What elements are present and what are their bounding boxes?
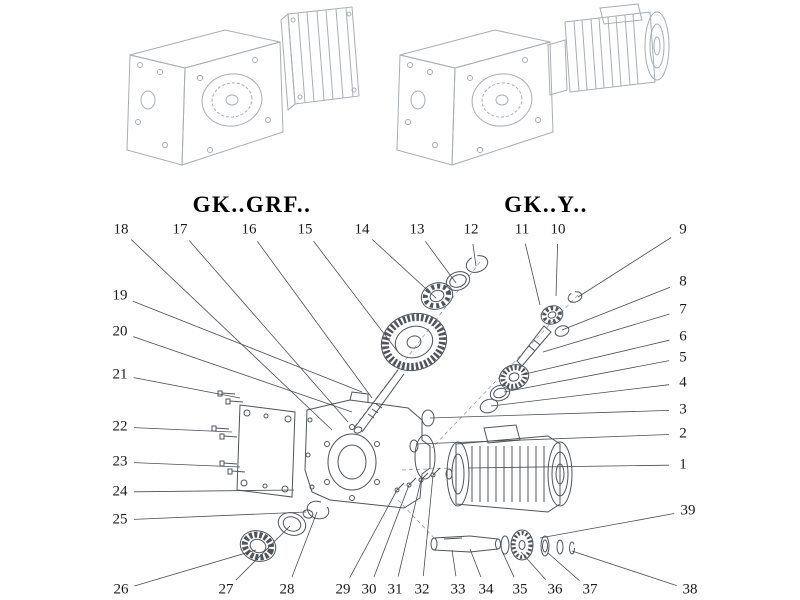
callout-6: 6 [679, 328, 687, 345]
leader-line-24 [133, 489, 295, 493]
callout-36: 36 [547, 581, 563, 598]
callout-8: 8 [679, 273, 687, 290]
callout-37: 37 [582, 581, 598, 598]
callout-38: 38 [682, 581, 698, 598]
callout-21: 21 [112, 366, 128, 383]
callout-28: 28 [279, 581, 295, 598]
leader-line-3 [429, 410, 670, 419]
gearbox-y-illustration [396, 3, 670, 166]
callout-9: 9 [679, 221, 687, 238]
leader-line-8 [561, 286, 671, 331]
callout-31: 31 [387, 581, 403, 598]
leader-line-9 [577, 237, 672, 298]
leader-line-2 [415, 434, 670, 445]
leader-line-14 [372, 239, 437, 299]
callout-39: 39 [680, 502, 696, 519]
leader-line-1 [467, 464, 670, 469]
leader-line-38 [571, 550, 677, 586]
leader-line-21 [133, 377, 241, 399]
callout-35: 35 [512, 581, 528, 598]
callout-3: 3 [679, 401, 687, 418]
leader-line-31 [397, 479, 422, 577]
leader-line-36 [520, 551, 546, 580]
output-shaft-assembly [430, 529, 575, 561]
callout-25: 25 [112, 511, 128, 528]
callout-11: 11 [514, 221, 530, 238]
callout-29: 29 [335, 581, 351, 598]
leader-line-23 [133, 462, 241, 468]
leader-line-35 [501, 550, 515, 578]
leader-line-17 [188, 240, 349, 423]
leader-line-25 [133, 511, 307, 520]
leader-line-34 [469, 548, 482, 578]
callout-17: 17 [172, 221, 188, 238]
leader-line-11 [524, 243, 541, 306]
input-bearing-set [420, 255, 489, 310]
input-shaft [353, 369, 405, 434]
callout-18: 18 [113, 221, 129, 238]
callout-26: 26 [113, 581, 129, 598]
leader-line-37 [547, 552, 580, 582]
leader-line-29 [349, 489, 398, 578]
leader-line-13 [424, 241, 457, 284]
main-gear [380, 312, 448, 372]
model-label-y: GK..Y.. [504, 192, 588, 217]
leader-line-16 [256, 241, 373, 399]
callout-22: 22 [112, 418, 128, 435]
pinion-assembly [479, 291, 583, 414]
leader-line-28 [291, 511, 318, 578]
callout-20: 20 [112, 323, 128, 340]
callout-19: 19 [112, 287, 128, 304]
leader-line-19 [132, 300, 363, 393]
flange-plate [236, 404, 296, 498]
exploded-view [211, 255, 583, 562]
callout-27: 27 [218, 581, 234, 598]
leader-line-7 [542, 313, 670, 353]
callout-14: 14 [354, 221, 370, 238]
callout-34: 34 [478, 581, 494, 598]
callout-24: 24 [112, 483, 128, 500]
callout-5: 5 [679, 349, 687, 366]
gearbox-housing [304, 391, 436, 509]
leader-line-10 [555, 243, 558, 297]
leader-line-32 [422, 474, 434, 577]
leader-line-12 [472, 243, 477, 267]
leader-line-18 [130, 239, 333, 431]
callout-16: 16 [241, 221, 257, 238]
callout-23: 23 [112, 453, 128, 470]
callout-30: 30 [361, 581, 377, 598]
model-label-grf: GK..GRF.. [192, 192, 312, 217]
leader-line-5 [503, 360, 670, 393]
callout-1: 1 [679, 456, 687, 473]
callout-10: 10 [550, 221, 566, 238]
callout-2: 2 [679, 425, 687, 442]
callout-4: 4 [679, 374, 687, 391]
callout-12: 12 [463, 221, 479, 238]
leader-line-20 [133, 336, 353, 413]
leader-line-15 [313, 240, 399, 353]
leader-line-30 [373, 484, 410, 578]
callout-32: 32 [414, 581, 430, 598]
motor [445, 424, 573, 513]
flange-screws [394, 467, 441, 493]
leader-line-33 [451, 549, 457, 577]
leader-line-39 [539, 513, 675, 539]
callout-33: 33 [450, 581, 466, 598]
leader-line-22 [133, 427, 233, 433]
leader-line-27 [235, 525, 291, 581]
leader-line-6 [520, 339, 670, 376]
callout-15: 15 [297, 221, 313, 238]
leader-line-26 [134, 549, 257, 587]
gearbox-grf-illustration [126, 6, 360, 166]
leader-line-4 [490, 384, 670, 407]
callout-7: 7 [679, 301, 687, 318]
callout-13: 13 [409, 221, 425, 238]
